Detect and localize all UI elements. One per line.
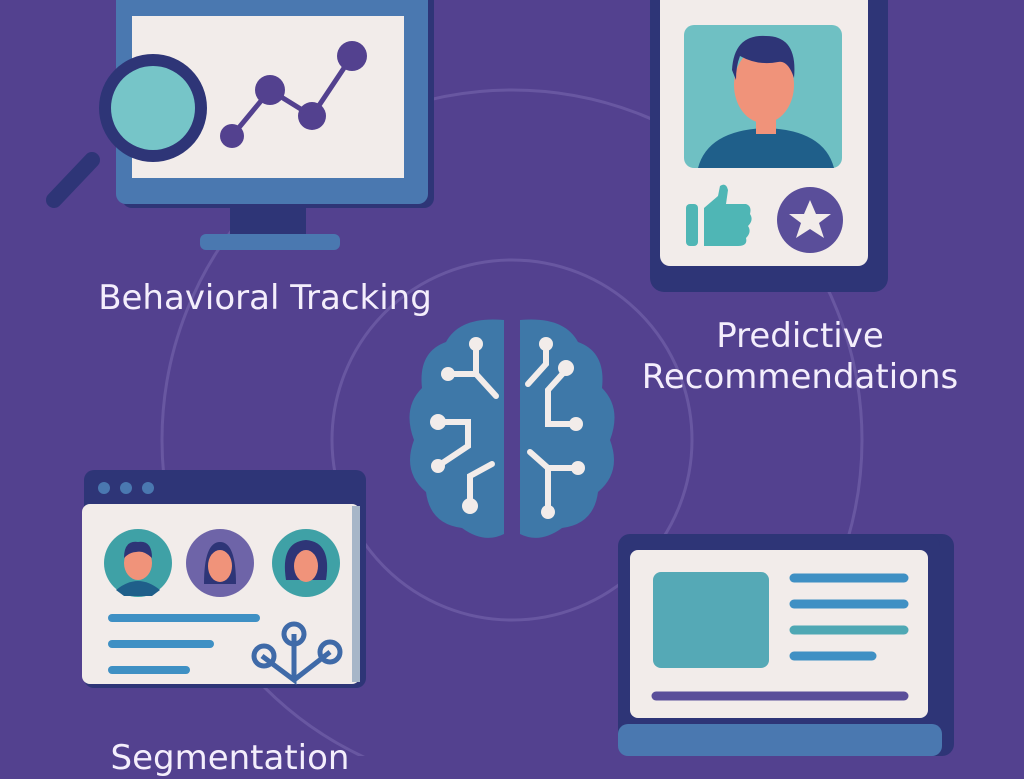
- browser-user-segments-icon: [82, 470, 366, 688]
- segmentation-label: Segmentation: [110, 738, 350, 778]
- predictive-recommendations-label: Predictive Recommendations: [630, 316, 970, 398]
- monitor-content-layout-icon: [618, 534, 954, 756]
- avatar-1: [104, 529, 172, 597]
- behavioral-tracking-label: Behavioral Tracking: [98, 278, 432, 318]
- segmentation-illustration: [80, 468, 370, 693]
- avatar-2: [186, 529, 254, 597]
- orbit-rings: [160, 88, 864, 756]
- predictive-recommendations-illustration: [648, 0, 898, 300]
- personalized-content-illustration: [618, 532, 958, 756]
- behavioral-tracking-illustration: [40, 0, 460, 260]
- brain-circuit: [400, 312, 624, 544]
- phone-profile-icon: [650, 0, 888, 292]
- avatar-3: [272, 529, 340, 597]
- label-line-2: Recommendations: [641, 356, 959, 397]
- brain-circuit-icon: [409, 319, 615, 538]
- label-line-1: Predictive: [716, 316, 884, 356]
- monitor-chart-magnifier-icon: [46, 0, 434, 250]
